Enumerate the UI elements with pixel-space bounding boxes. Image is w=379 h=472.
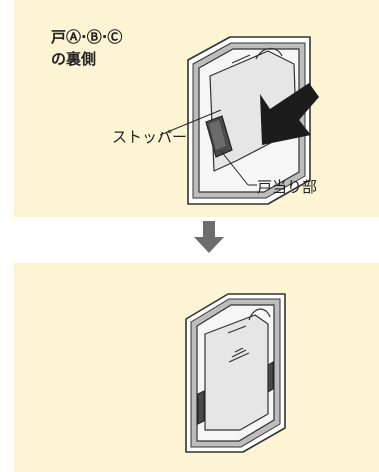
heading-back-side: の裏側 [51, 50, 97, 68]
down-arrow-icon [194, 221, 224, 253]
leader-stopper [159, 109, 222, 136]
push-arrow-icon [260, 83, 319, 145]
label-stopper: ストッパー [112, 128, 188, 146]
stopper-plate-after [185, 293, 286, 453]
stopper-plate-before [187, 36, 311, 205]
leader-door-contact [220, 150, 249, 186]
heading-door-label: 戸Ⓐ·Ⓑ·Ⓒ [51, 28, 123, 46]
label-door-contact: 戸当り部 [257, 178, 318, 196]
